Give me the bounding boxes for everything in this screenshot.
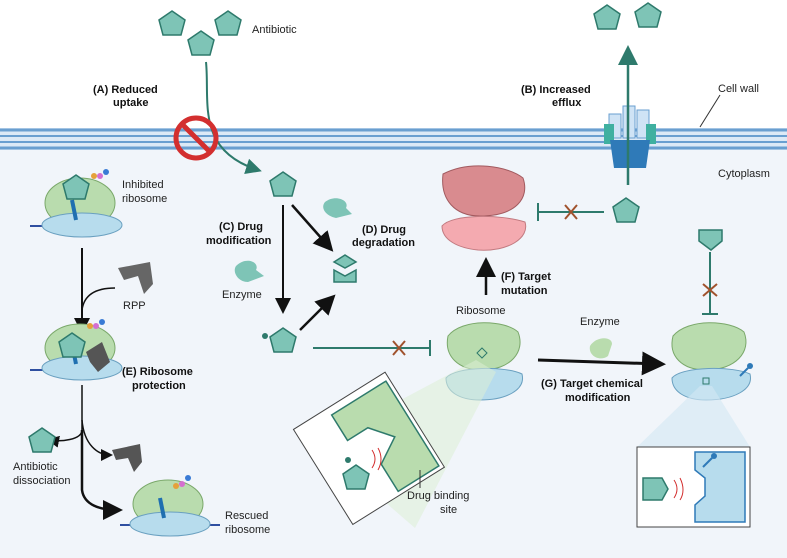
binding-site-inset xyxy=(292,371,446,526)
chemical-modification-arrow xyxy=(537,351,666,376)
rescue-arrow xyxy=(80,430,123,520)
modified-degradation-arrow xyxy=(299,294,336,331)
drug-binding-site-label-2: site xyxy=(440,504,457,516)
rpp-label: RPP xyxy=(123,300,146,312)
rpp-protein-released xyxy=(112,444,142,472)
rescued-ribosome-label: Rescued xyxy=(225,510,268,522)
blocked-cross xyxy=(702,283,718,297)
mutated-ribosome xyxy=(441,165,527,251)
cell-wall-label: Cell wall xyxy=(718,83,759,95)
target-mutation-label: (F) Target xyxy=(501,271,551,283)
inhibited-ribosome xyxy=(30,169,123,238)
ribosome-protection-label-2: protection xyxy=(132,380,186,392)
reduced-uptake-label-2: uptake xyxy=(113,97,148,109)
inhibited-ribosome-label: Inhibited xyxy=(122,179,164,191)
rescued-ribosome-label-2: ribosome xyxy=(225,524,270,536)
rpp-protein xyxy=(118,262,153,294)
ribosome-protection-label: (E) Ribosome xyxy=(122,366,193,378)
cell-wall-pointer xyxy=(699,94,721,128)
antibiotic-dissociation-label: Antibiotic xyxy=(13,461,58,473)
enzyme-icon xyxy=(234,260,264,282)
antibiotic-dissociation-label-2: dissociation xyxy=(13,475,70,487)
target-chemical-modification-label: (G) Target chemical xyxy=(541,378,643,390)
target-mutation-label-2: mutation xyxy=(501,285,548,297)
drug-modification-label-2: modification xyxy=(206,235,272,247)
reduced-uptake-label: (A) Reduced xyxy=(93,84,158,96)
drug-degradation-label: (D) Drug xyxy=(362,224,406,236)
drug-modification-label: (C) Drug xyxy=(219,221,263,233)
enzyme-icon xyxy=(589,338,612,359)
rpp-release-arrow xyxy=(81,419,113,461)
antibiotic-label: Antibiotic xyxy=(252,24,297,36)
target-chemical-modification-label-2: modification xyxy=(565,392,631,404)
degraded-antibiotic xyxy=(332,254,358,283)
enzyme-label: Enzyme xyxy=(222,289,262,301)
drug-binding-site-label: Drug binding xyxy=(407,490,469,502)
efflux-pump xyxy=(604,105,656,168)
blocked-cross xyxy=(564,204,578,220)
zoom-highlight xyxy=(637,386,750,447)
modified-ribosome xyxy=(671,322,753,401)
ribosome-label: Ribosome xyxy=(456,305,506,317)
antibiotic-molecule xyxy=(187,30,215,56)
rpp-binding-arrow xyxy=(81,287,116,311)
inhibited-ribosome-label-2: ribosome xyxy=(122,193,167,205)
antibiotic-molecule xyxy=(698,229,723,251)
protected-ribosome xyxy=(30,319,123,381)
modification-group xyxy=(262,333,268,339)
enzyme-right-label: Enzyme xyxy=(580,316,620,328)
antibiotic-molecule xyxy=(593,4,621,30)
degradation-arrow xyxy=(291,204,334,252)
blocked-cross xyxy=(392,340,406,356)
rescued-ribosome xyxy=(120,475,220,537)
antibiotic-molecule xyxy=(158,10,186,36)
modification-inset xyxy=(636,446,751,528)
increased-efflux-label-2: efflux xyxy=(552,97,582,109)
antibiotic-molecule xyxy=(634,2,662,28)
cell-membrane xyxy=(0,128,787,150)
increased-efflux-label: (B) Increased xyxy=(521,84,591,96)
antibiotic-molecule xyxy=(214,10,242,36)
prohibited-icon xyxy=(173,115,219,161)
cytoplasm-label: Cytoplasm xyxy=(718,168,770,180)
enzyme-icon xyxy=(323,198,352,218)
drug-degradation-label-2: degradation xyxy=(352,237,415,249)
